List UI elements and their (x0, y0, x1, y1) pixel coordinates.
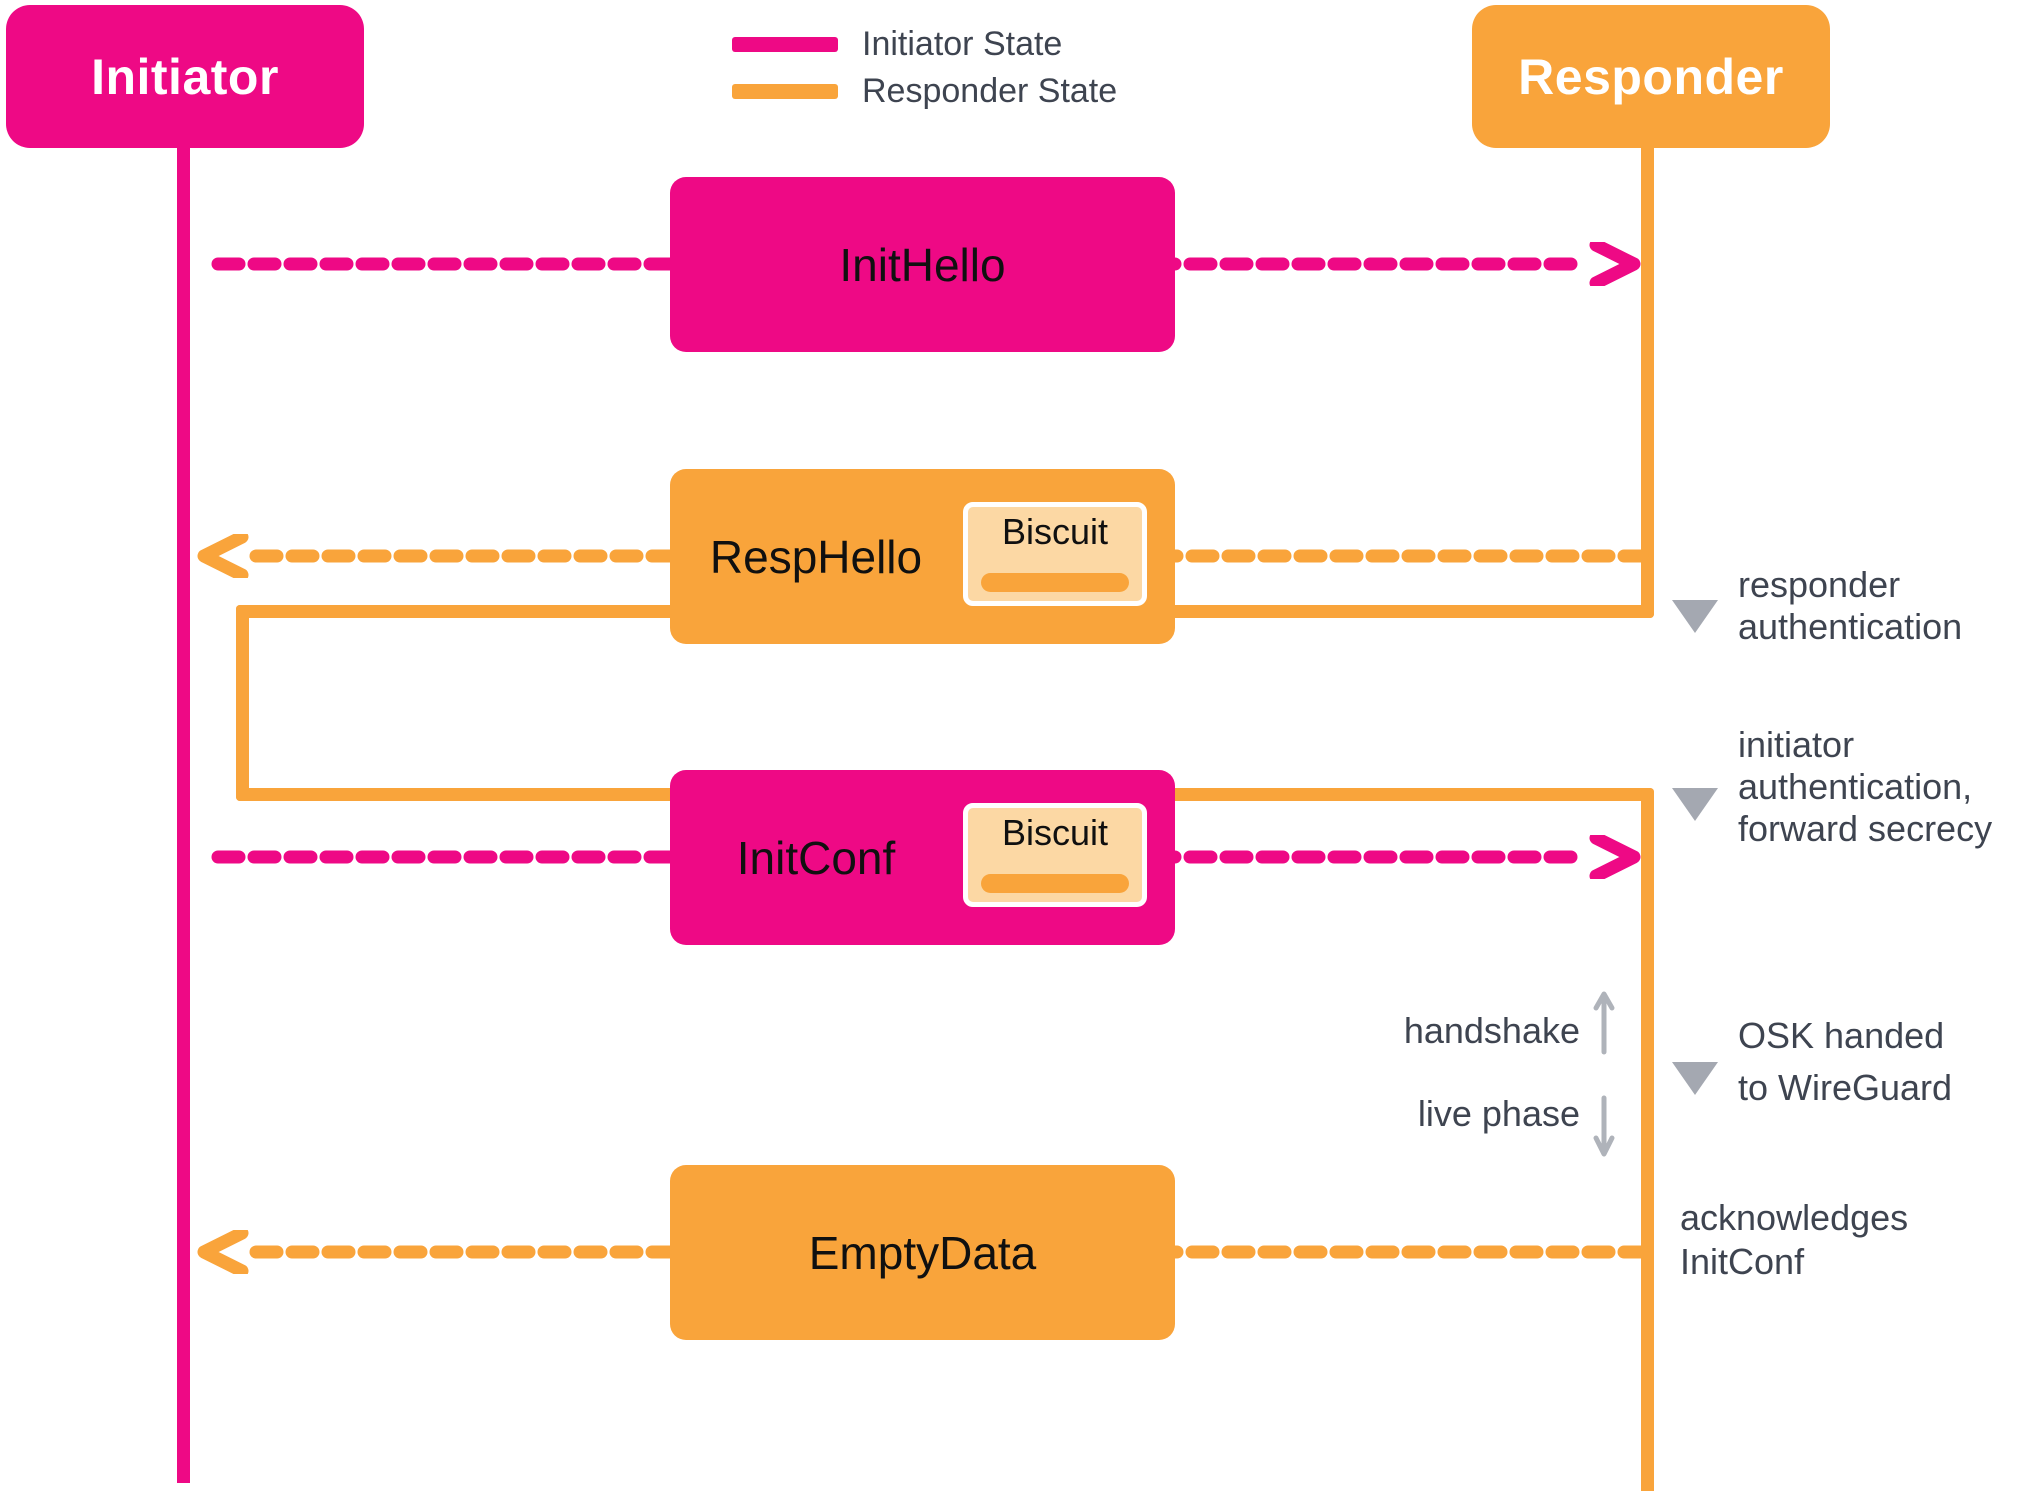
triangle-down-icon (1672, 788, 1718, 821)
initiator-actor-box: Initiator (6, 5, 364, 148)
legend-item-initiator-state: Initiator State (732, 24, 1063, 63)
arrow-up-icon (1593, 991, 1615, 1055)
message-label: RespHello (709, 530, 923, 583)
message-emptydata: EmptyData (670, 1165, 1175, 1340)
responder-label: Responder (1518, 48, 1784, 105)
annotation-handshake: handshake (1403, 1010, 1580, 1051)
biscuit-label: Biscuit (1001, 812, 1109, 853)
initiator-state-swatch (732, 36, 838, 52)
message-inithello: InitHello (670, 177, 1175, 352)
message-resphello: RespHello Biscuit (670, 469, 1175, 644)
responder-state-line-left-drop (236, 605, 249, 801)
responder-state-swatch (732, 83, 838, 99)
responder-actor-box: Responder (1472, 5, 1830, 148)
annotation-responder-authentication: responder authentication (1738, 564, 1963, 647)
initiator-state-line (177, 146, 190, 1483)
annotation-acknowledges-initconf: acknowledges InitConf (1680, 1197, 1909, 1282)
biscuit-label: Biscuit (1001, 511, 1109, 552)
responder-state-line-top (1641, 146, 1654, 618)
biscuit-bar (981, 573, 1129, 592)
arrow-down-icon (1593, 1095, 1615, 1157)
legend-label: Responder State (862, 71, 1118, 110)
initiator-label: Initiator (91, 48, 279, 105)
message-label: InitHello (839, 238, 1006, 291)
message-label: InitConf (736, 831, 896, 884)
message-initconf: InitConf Biscuit (670, 770, 1175, 945)
annotation-initiator-authentication: initiator authentication, forward secrec… (1738, 724, 1993, 849)
message-label: EmptyData (808, 1226, 1037, 1279)
responder-state-line-bottom (1641, 788, 1654, 1491)
legend-item-responder-state: Responder State (732, 71, 1118, 110)
triangle-down-icon (1672, 1062, 1718, 1095)
biscuit-bar (981, 874, 1129, 893)
triangle-down-icon (1672, 600, 1718, 633)
biscuit-chip: Biscuit (963, 803, 1147, 907)
annotation-osk-handed: OSK handed to WireGuard (1738, 1015, 1953, 1108)
biscuit-chip: Biscuit (963, 502, 1147, 606)
legend-label: Initiator State (862, 24, 1063, 63)
annotation-live-phase: live phase (1417, 1093, 1580, 1134)
